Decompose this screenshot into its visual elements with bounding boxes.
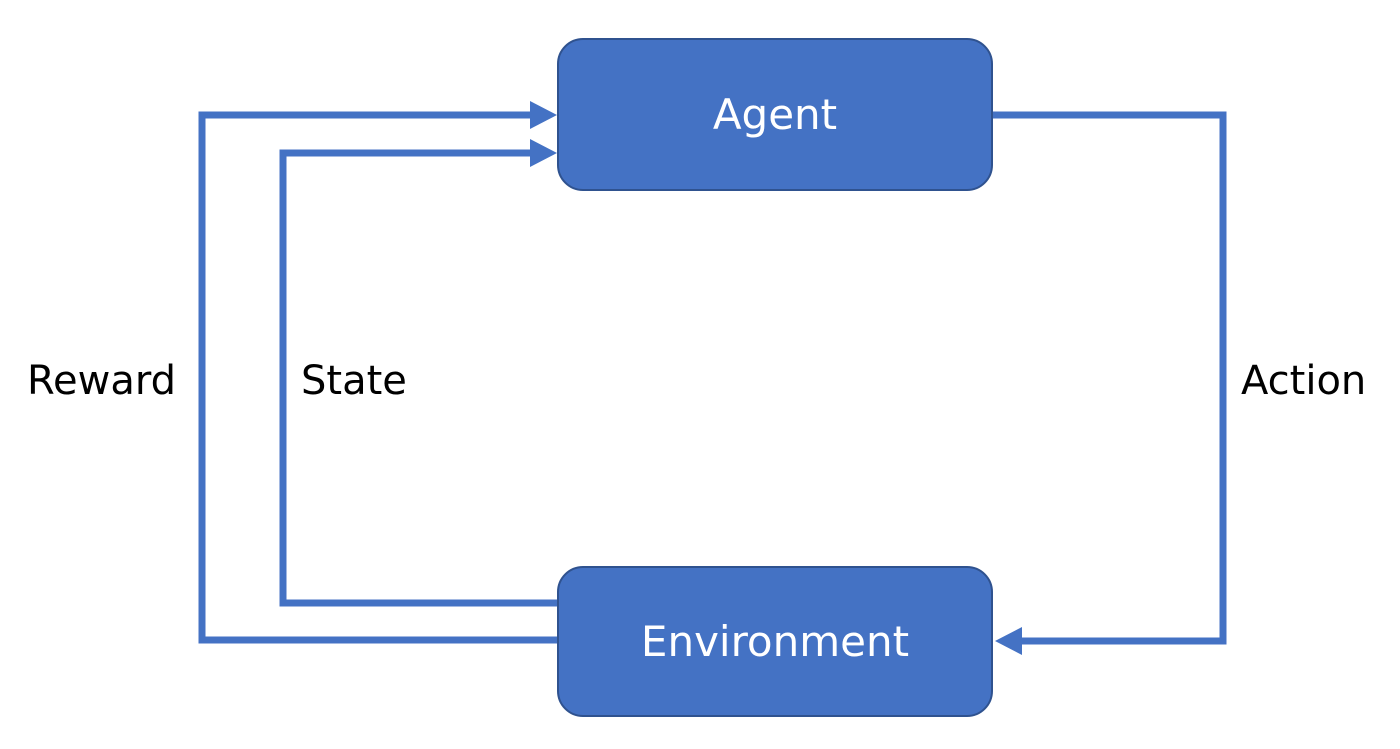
environment-label: Environment <box>640 617 910 666</box>
agent-label: Agent <box>712 90 838 139</box>
agent-node: Agent <box>557 38 993 191</box>
action-label: Action <box>1241 358 1367 404</box>
state-arrowhead <box>530 139 557 167</box>
reward-arrowhead <box>530 101 557 129</box>
reward-connector <box>198 111 557 644</box>
action-arrowhead <box>995 627 1022 655</box>
state-label: State <box>301 358 407 404</box>
environment-node: Environment <box>557 566 993 717</box>
reward-label: Reward <box>27 358 176 404</box>
action-connector <box>993 111 1227 645</box>
state-connector <box>279 149 557 607</box>
